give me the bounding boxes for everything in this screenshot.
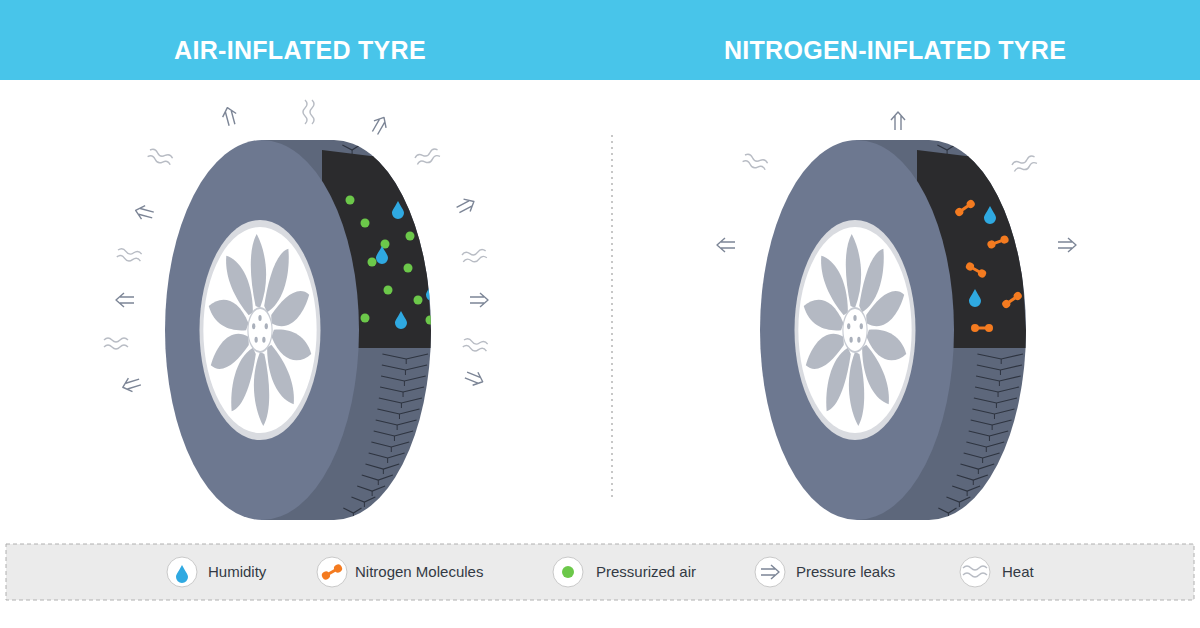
divider <box>611 135 613 500</box>
humidity-drop <box>426 283 438 301</box>
leak-arrow <box>891 112 905 130</box>
legend-badge <box>553 557 583 587</box>
legend-text: Nitrogen Molecules <box>355 563 483 580</box>
nitrogen-molecule <box>954 198 977 217</box>
nitrogen-molecule <box>320 563 343 581</box>
heat-wave <box>414 148 440 167</box>
leak-arrow <box>369 114 390 137</box>
air-dot <box>361 314 370 323</box>
legend-badge <box>317 557 347 587</box>
air-dot <box>346 196 355 205</box>
leak-arrow <box>221 106 239 127</box>
air-dot <box>404 264 413 273</box>
wheel-rim <box>795 220 916 440</box>
leak-arrow <box>116 293 134 307</box>
leak-arrow <box>761 565 779 579</box>
heat-wave <box>303 100 314 124</box>
heat-wave <box>1011 155 1037 174</box>
legend-swatch <box>562 566 574 578</box>
humidity-drop <box>969 289 981 307</box>
nitrogen-molecule <box>964 261 987 279</box>
nitrogen-molecule <box>1001 290 1024 309</box>
leak-arrow <box>470 293 488 307</box>
leak-arrow <box>134 204 155 222</box>
humidity-drop <box>176 565 188 583</box>
header-band <box>0 0 1200 80</box>
humidity-drop <box>395 311 407 329</box>
leak-arrow <box>463 369 485 389</box>
heat-wave <box>116 248 142 263</box>
humidity-drop <box>984 206 996 224</box>
legend-text: Heat <box>1002 563 1034 580</box>
legend-text: Pressure leaks <box>796 563 895 580</box>
heat-wave <box>742 153 768 172</box>
heat-wave <box>963 566 987 577</box>
leak-arrow <box>121 375 142 394</box>
air-dot <box>414 296 423 305</box>
wheel-rim <box>200 220 321 440</box>
panel-title: AIR-INFLATED TYRE <box>0 36 600 65</box>
air-dot <box>384 286 393 295</box>
air-dot <box>426 316 435 325</box>
humidity-drop <box>392 201 404 219</box>
nitrogen-molecule <box>971 324 993 332</box>
leak-arrow <box>1058 238 1076 252</box>
nitrogen-molecule <box>986 234 1009 249</box>
air-dot <box>406 232 415 241</box>
heat-wave <box>104 338 128 349</box>
heat-wave <box>462 249 488 264</box>
air-dot <box>361 219 370 228</box>
legend-bar <box>6 544 1194 600</box>
leak-arrow <box>717 238 735 252</box>
legend-badge <box>167 557 197 587</box>
leak-arrow <box>455 195 477 216</box>
tyre <box>165 140 438 520</box>
legend-text: Humidity <box>208 563 266 580</box>
heat-wave <box>462 338 488 353</box>
panel-title: NITROGEN-INFLATED TYRE <box>600 36 1190 65</box>
legend-badge <box>960 557 990 587</box>
humidity-drop <box>376 246 388 264</box>
tyre <box>760 140 1027 520</box>
legend-text: Pressurized air <box>596 563 696 580</box>
air-dot <box>368 258 377 267</box>
heat-wave <box>147 148 173 167</box>
legend-badge <box>755 557 785 587</box>
